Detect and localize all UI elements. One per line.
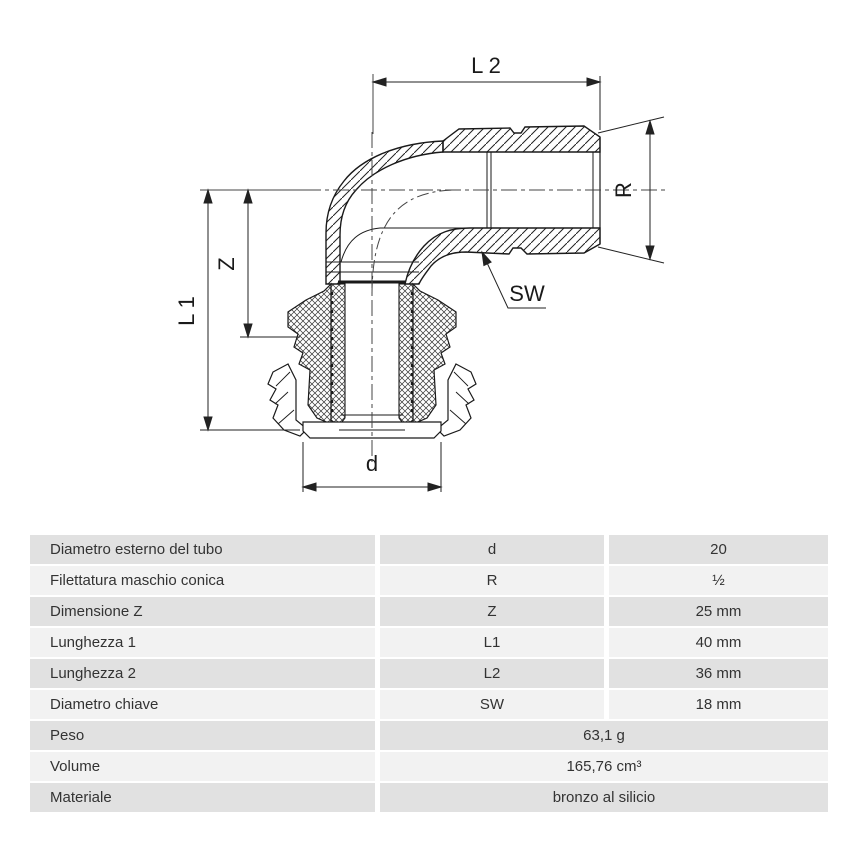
spec-value: 25 mm xyxy=(609,597,828,626)
technical-drawing: L 2 R Z L 1 SW d xyxy=(174,53,668,492)
spec-value: 165,76 cm³ xyxy=(380,752,828,781)
clamp-lever-right xyxy=(436,363,477,437)
spec-value: 18 mm xyxy=(609,690,828,719)
spec-value: 20 xyxy=(609,535,828,564)
spec-value: 63,1 g xyxy=(380,721,828,750)
arrowhead xyxy=(203,188,213,204)
male-thread-top-wall xyxy=(442,125,601,153)
spec-symbol: L1 xyxy=(380,628,604,657)
spec-row: Diametro chiave SW 18 mm xyxy=(30,690,828,719)
centerlines xyxy=(200,74,668,462)
press-nut-left xyxy=(287,282,332,425)
spec-value: 36 mm xyxy=(609,659,828,688)
arrowhead xyxy=(243,188,253,204)
clamp-lever-left xyxy=(267,363,308,437)
spec-label: Volume xyxy=(30,752,375,781)
male-thread-bottom-wall xyxy=(404,227,601,285)
spec-row: Materiale bronzo al silicio xyxy=(30,783,828,812)
spec-symbol: SW xyxy=(380,690,604,719)
spec-label: Peso xyxy=(30,721,375,750)
spec-label: Dimensione Z xyxy=(30,597,375,626)
arrowhead xyxy=(371,77,387,87)
arrowhead xyxy=(645,245,655,261)
arrowhead xyxy=(203,416,213,432)
spec-row: Volume 165,76 cm³ xyxy=(30,752,828,781)
dimension-lines xyxy=(200,76,665,492)
spec-symbol: d xyxy=(380,535,604,564)
dim-label-d: d xyxy=(366,451,378,476)
dim-label-l1: L 1 xyxy=(174,296,199,326)
arrowhead xyxy=(427,482,443,492)
spec-row: Dimensione Z Z 25 mm xyxy=(30,597,828,626)
spec-row: Lunghezza 1 L1 40 mm xyxy=(30,628,828,657)
spec-value: bronzo al silicio xyxy=(380,783,828,812)
spec-label: Lunghezza 1 xyxy=(30,628,375,657)
spec-label: Lunghezza 2 xyxy=(30,659,375,688)
spec-row: Lunghezza 2 L2 36 mm xyxy=(30,659,828,688)
arrowhead xyxy=(481,250,492,267)
spec-value: 40 mm xyxy=(609,628,828,657)
spec-label: Materiale xyxy=(30,783,375,812)
arrowhead xyxy=(301,482,317,492)
spec-row: Peso 63,1 g xyxy=(30,721,828,750)
spec-label: Diametro chiave xyxy=(30,690,375,719)
press-nut-right xyxy=(412,282,457,425)
dim-label-z: Z xyxy=(214,257,239,270)
elbow-fitting xyxy=(267,125,601,439)
spec-label: Diametro esterno del tubo xyxy=(30,535,375,564)
dim-label-r: R xyxy=(611,182,636,198)
arrowhead xyxy=(586,77,602,87)
spec-table: Diametro esterno del tubo d 20 Filettatu… xyxy=(30,535,828,814)
dim-label-sw: SW xyxy=(509,281,545,306)
spec-value: ½ xyxy=(609,566,828,595)
spec-symbol: L2 xyxy=(380,659,604,688)
arrowhead xyxy=(645,119,655,135)
spec-label: Filettatura maschio conica xyxy=(30,566,375,595)
spec-row: Diametro esterno del tubo d 20 xyxy=(30,535,828,564)
arrowhead xyxy=(243,323,253,339)
spec-row: Filettatura maschio conica R ½ xyxy=(30,566,828,595)
spec-symbol: R xyxy=(380,566,604,595)
dim-label-l2: L 2 xyxy=(471,53,501,78)
spec-symbol: Z xyxy=(380,597,604,626)
